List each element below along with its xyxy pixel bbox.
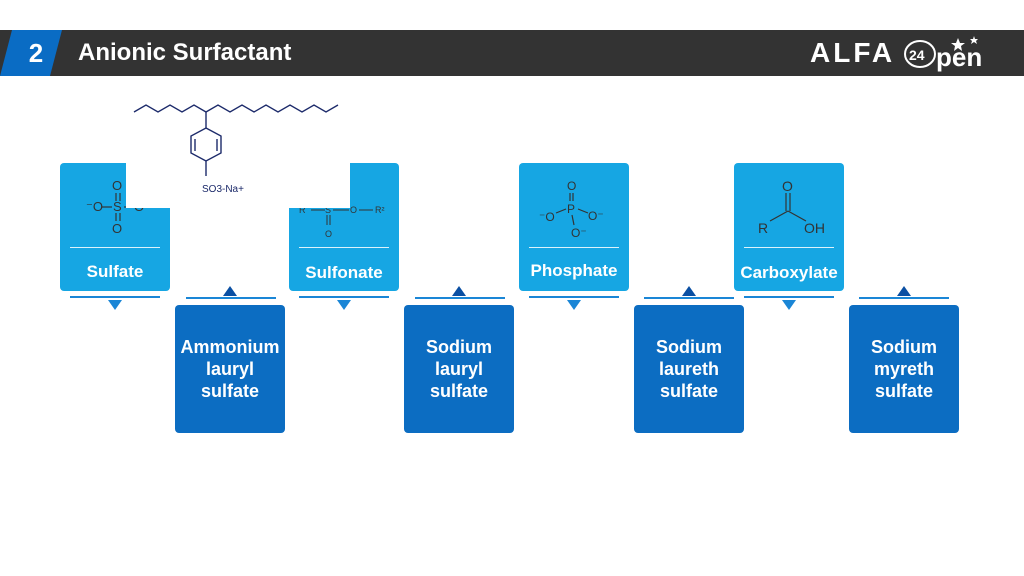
structure-backdrop	[188, 150, 350, 208]
example-label: Sodium lauryl sulfate	[426, 337, 492, 401]
card-label: Sulfonate	[305, 263, 383, 282]
card-divider	[299, 247, 389, 248]
formula-label: SO3-Na+	[202, 184, 244, 195]
arrow-down-icon	[567, 300, 581, 310]
svg-text:O: O	[325, 229, 332, 239]
svg-text:S: S	[113, 199, 122, 214]
card-divider	[70, 247, 160, 248]
carboxylate-structure-icon: R O OH	[758, 178, 825, 236]
logo-badge-icon: 24 pen	[904, 36, 982, 72]
connector-line	[415, 297, 505, 299]
svg-text:O: O	[567, 179, 576, 193]
card-sulfate[interactable]: ⁻O S O O O Sulfate	[60, 163, 170, 291]
card-label: Phosphate	[530, 261, 618, 280]
arrow-up-icon	[223, 286, 237, 296]
arrow-up-icon	[452, 286, 466, 296]
arrow-down-icon	[337, 300, 351, 310]
svg-text:24: 24	[909, 47, 925, 63]
svg-text:O: O	[350, 205, 357, 215]
svg-text:R²: R²	[375, 205, 385, 215]
arrow-up-icon	[682, 286, 696, 296]
section-number: 2	[28, 38, 44, 68]
example-sodium-myreth-sulfate[interactable]: Sodium myreth sulfate	[849, 305, 959, 433]
connector-line	[529, 296, 619, 298]
connector-line	[859, 297, 949, 299]
svg-text:OH: OH	[804, 220, 825, 236]
example-sodium-laureth-sulfate[interactable]: Sodium laureth sulfate	[634, 305, 744, 433]
page-title: Anionic Surfactant	[78, 39, 292, 66]
svg-text:O⁻: O⁻	[588, 209, 604, 223]
logo-text: ALFA	[810, 37, 896, 68]
arrow-down-icon	[108, 300, 122, 310]
dodecylbenzene-sulfonate-structure: SO3-Na+	[133, 104, 339, 195]
structure-backdrop	[126, 150, 188, 208]
example-sodium-lauryl-sulfate[interactable]: Sodium lauryl sulfate	[404, 305, 514, 433]
svg-text:R: R	[758, 220, 768, 236]
arrow-up-icon	[897, 286, 911, 296]
connector-line	[644, 297, 734, 299]
phosphate-structure-icon: ⁻O P O O⁻ O⁻	[539, 179, 604, 240]
example-label: Ammonium lauryl sulfate	[180, 337, 280, 401]
connector-line	[186, 297, 276, 299]
svg-text:⁻O: ⁻O	[539, 210, 555, 224]
svg-text:O⁻: O⁻	[571, 226, 587, 240]
svg-text:O: O	[112, 178, 122, 193]
connector-line	[744, 296, 834, 298]
card-carboxylate[interactable]: R O OH Carboxylate	[734, 163, 844, 291]
arrow-down-icon	[782, 300, 796, 310]
sulfonate-structure-icon: R S O R² O	[299, 205, 385, 239]
svg-text:O: O	[782, 178, 793, 194]
card-label: Carboxylate	[740, 263, 838, 282]
card-divider	[744, 247, 834, 248]
svg-text:S: S	[325, 205, 331, 215]
example-ammonium-lauryl-sulfate[interactable]: Ammonium lauryl sulfate	[175, 305, 285, 433]
svg-text:R: R	[299, 205, 306, 215]
header-bar	[0, 30, 1024, 76]
example-label: Sodium laureth sulfate	[656, 337, 722, 401]
svg-text:O: O	[112, 221, 122, 236]
svg-text:⁻O: ⁻O	[86, 199, 103, 214]
connector-line	[299, 296, 389, 298]
card-divider	[529, 247, 619, 248]
card-label: Sulfate	[86, 262, 144, 281]
card-phosphate[interactable]: ⁻O P O O⁻ O⁻ Phosphate	[519, 163, 629, 291]
example-label: Sodium myreth sulfate	[871, 337, 937, 401]
connector-line	[70, 296, 160, 298]
svg-text:P: P	[567, 202, 575, 216]
